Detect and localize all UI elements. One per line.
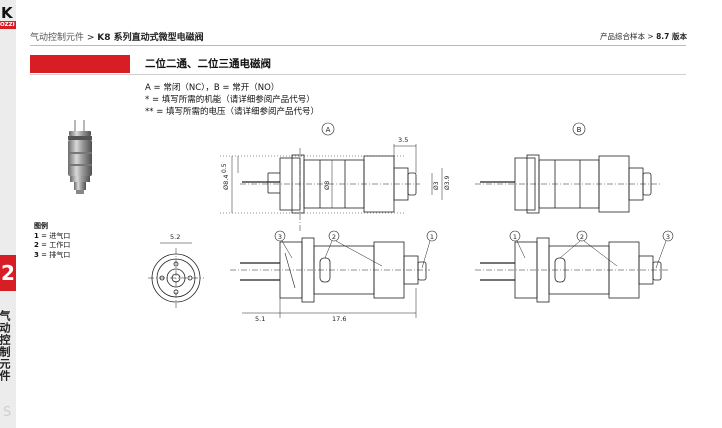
technical-drawing: A B Ø8.4 Ø8 0.5 3.5 Ø3 Ø3. [148,122,674,323]
view-a-top: 5.1 17.6 3 2 1 [230,230,438,323]
dim-5-1: 5.1 [255,315,265,323]
valve-end-view: 5.2 [148,233,204,308]
svg-text:A: A [326,126,331,134]
legend-title: 图例 [34,222,48,230]
rail-bottom-mark: S [3,405,12,420]
header-divider [30,45,686,46]
view-a-marker: A [321,122,335,136]
dim-17-6: 17.6 [332,315,346,323]
view-b-top: 1 2 3 [475,230,674,303]
catalog-label: 产品综合样本 [600,32,646,41]
dim-phi-8: Ø8 [323,181,331,190]
catalog-version: 产品综合样本 > 8.7 版本 [600,31,687,42]
dim-5-2: 5.2 [170,233,180,241]
view-b-side [475,154,660,214]
legend-item: 3 = 排气口 [34,250,71,259]
logo-sub: OZZI [0,21,16,29]
desc-line: ** = 填写所需的电压（请详细参阅产品代号） [145,107,320,117]
chapter-side-label: 气动控制元件 [0,310,11,382]
breadcrumb: 气动控制元件 > K8 系列直动式微型电磁阀 [30,30,204,43]
dim-phi-3: Ø3 [433,181,440,190]
callout-2-b: 2 [580,233,584,241]
valve-product-photo [68,120,92,194]
chapter-number-tab: 2 [0,255,16,291]
view-b-marker: B [572,122,586,136]
section-description: A = 常闭（NC），B = 常开（NO） * = 填写所需的机能（请详细参阅产… [145,82,319,118]
callout-1-b: 1 [513,233,517,241]
dim-3-5: 3.5 [398,136,408,144]
dim-phi-8-4: Ø8.4 [222,175,230,190]
version-label: 8.7 版本 [656,32,687,41]
section-title: 二位二通、二位三通电磁阀 [145,58,271,70]
dim-phi-3-9: Ø3.9 [444,176,451,190]
legend: 图例 1 = 进气口 2 = 工作口 3 = 排气口 [34,222,70,260]
breadcrumb-separator: > [84,33,98,43]
svg-text:B: B [577,126,582,134]
callout-1: 1 [430,233,434,241]
left-rail [0,0,16,428]
callout-3: 3 [278,233,282,241]
catalog-separator: > [645,32,657,41]
breadcrumb-section: 气动控制元件 [30,33,85,43]
legend-item: 2 = 工作口 [34,241,71,249]
desc-line: * = 填写所需的机能（请详细参阅产品代号） [145,95,315,105]
section-accent-bar [30,55,130,73]
brand-logo: K OZZI [0,4,16,42]
callout-2: 2 [332,233,336,241]
callout-3-b: 3 [666,233,670,241]
dim-0-5: 0.5 [221,163,228,173]
breadcrumb-page: K8 系列直动式微型电磁阀 [97,33,204,43]
section-divider [30,74,686,75]
logo-letter: K [1,4,13,22]
view-a-side: Ø8.4 Ø8 0.5 3.5 Ø3 Ø3.9 [220,136,451,233]
desc-line: A = 常闭（NC），B = 常开（NO） [145,83,280,93]
legend-item: 1 = 进气口 [34,231,71,240]
